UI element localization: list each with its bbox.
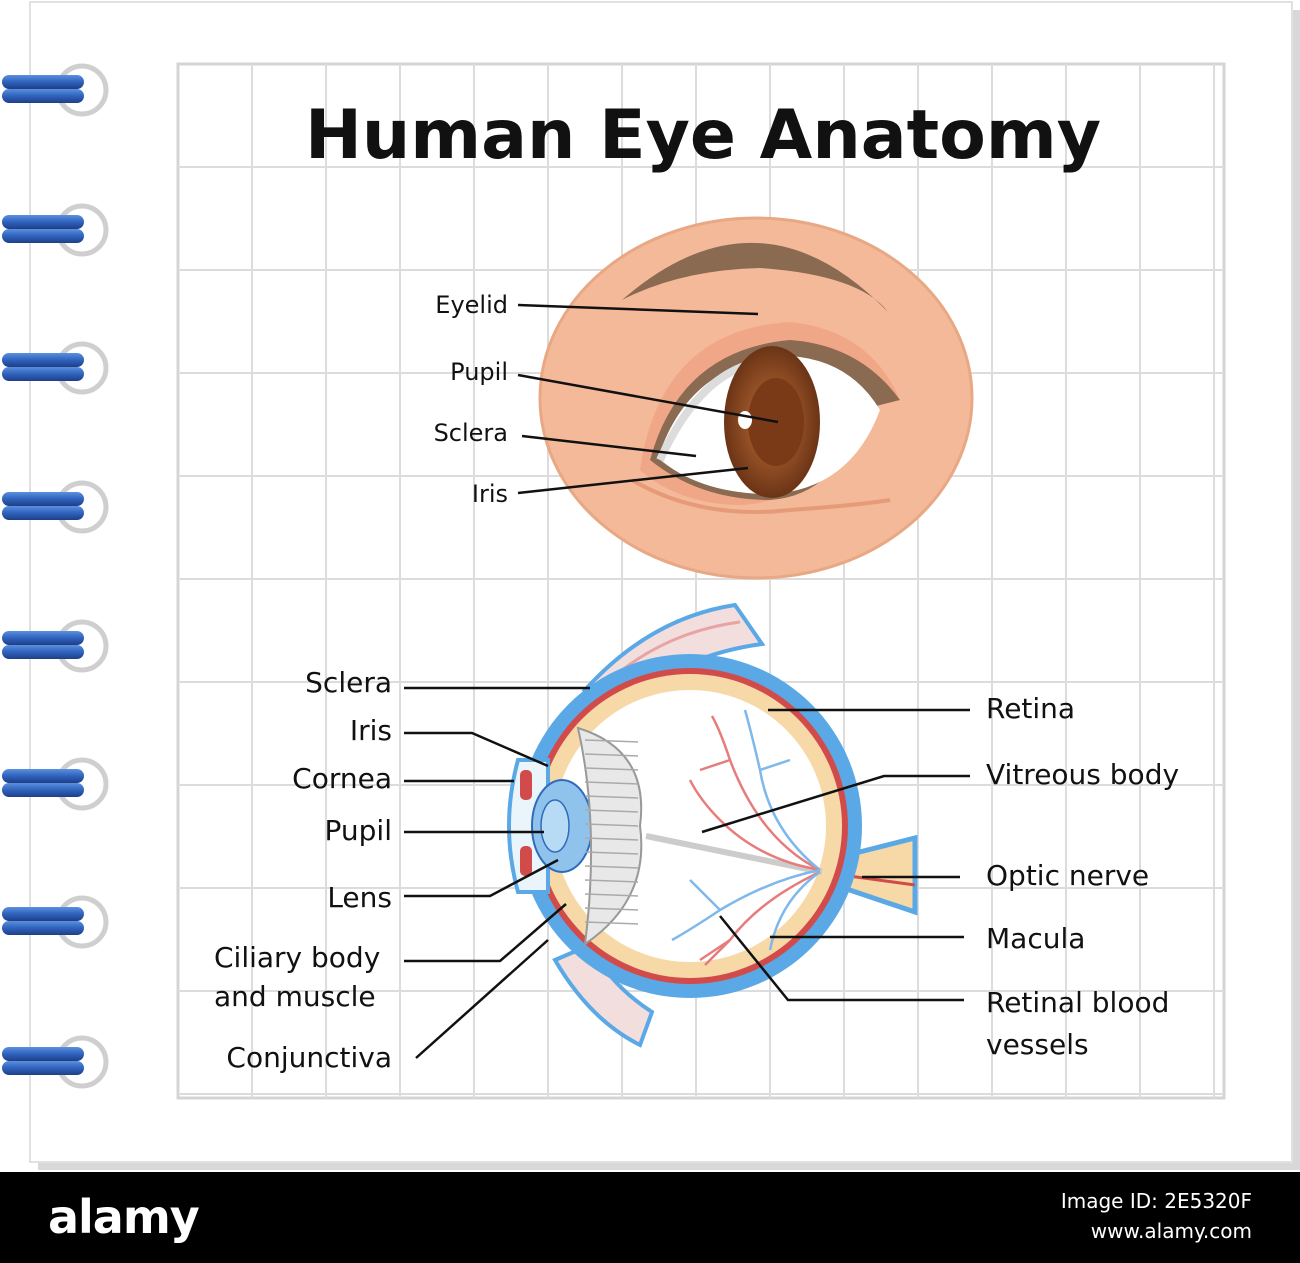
ciliary-rib [584,851,639,855]
label-iris-external: Iris [472,480,508,508]
label-ciliary-body-line2: and muscle [214,980,376,1013]
ciliary-rib [584,921,639,925]
ciliary-rib [584,781,639,785]
leader-ciliary-body [404,903,567,963]
ciliary-rib [584,907,639,911]
binding-ring [2,757,109,811]
site-url-text: www.alamy.com [1090,1219,1252,1243]
ciliary-rib [584,879,639,883]
iris-highlight [738,411,752,429]
leader-conjunctiva [415,939,549,1059]
ciliary-rib [584,809,639,813]
label-retina: Retina [986,692,1075,725]
binding-ring [2,341,109,395]
ciliary-rib [584,865,639,869]
leader-eyelid [517,303,759,316]
label-macula: Macula [986,922,1085,955]
label-sclera: Sclera [305,666,392,699]
external-eye-labels: Eyelid Pupil Sclera Iris [434,291,779,508]
ciliary-rib [584,837,639,841]
eyebrow-shape [622,242,888,312]
label-iris: Iris [350,714,392,747]
label-eyelid: Eyelid [435,291,508,319]
label-retinal-blood-vessels-line1: Retinal blood [986,986,1169,1019]
cross-section-right-labels: Retina Vitreous body Optic nerve Macula … [701,692,1179,1061]
label-retinal-blood-vessels-line2: vessels [986,1028,1089,1061]
iris-lower [520,846,532,876]
ciliary-rib [584,795,639,799]
label-sclera-external: Sclera [434,419,508,447]
lower-lid-line [630,478,891,514]
label-lens: Lens [327,881,392,914]
leader-iris [404,731,549,768]
retinal-vessels [671,709,821,966]
label-pupil-external: Pupil [450,358,508,386]
label-optic-nerve: Optic nerve [986,859,1149,892]
label-conjunctiva: Conjunctiva [226,1041,392,1074]
ciliary-rib [584,767,639,771]
external-eye-illustration [538,216,974,580]
visual-axis [645,833,823,875]
label-pupil: Pupil [325,814,392,847]
stock-footer-bar: alamy Image ID: 2E5320F www.alamy.com [0,1172,1300,1263]
leader-retinal-blood-vessels [719,915,964,1002]
brand-logo: alamy [48,1190,200,1244]
ciliary-rib [584,739,639,743]
leader-vitreous-body [701,774,970,834]
spiral-binding [2,63,109,1089]
binding-ring [2,619,109,673]
iris-upper [520,770,532,800]
binding-ring [2,480,109,534]
eye-cross-section [507,602,918,1048]
ciliary-rib [584,893,639,897]
leader-pupil-external [517,373,779,424]
label-cornea: Cornea [292,762,392,795]
ciliary-rib [584,753,639,757]
cross-section-left-labels: Sclera Iris Cornea Pupil Lens Ciliary bo… [214,666,590,1074]
diagram-title: Human Eye Anatomy [305,96,1101,175]
stock-id-block: Image ID: 2E5320F www.alamy.com [1061,1186,1252,1246]
leader-iris-external [517,466,749,495]
image-id-text: Image ID: 2E5320F [1060,1189,1252,1213]
ciliary-rib [584,823,639,827]
binding-ring [2,1035,109,1089]
leader-sclera-external [521,434,697,458]
binding-ring [2,895,109,949]
binding-ring [2,203,109,257]
leader-lens [404,858,559,898]
label-vitreous-body: Vitreous body [986,758,1179,791]
binding-ring [2,63,109,117]
label-ciliary-body-line1: Ciliary body [214,941,380,974]
